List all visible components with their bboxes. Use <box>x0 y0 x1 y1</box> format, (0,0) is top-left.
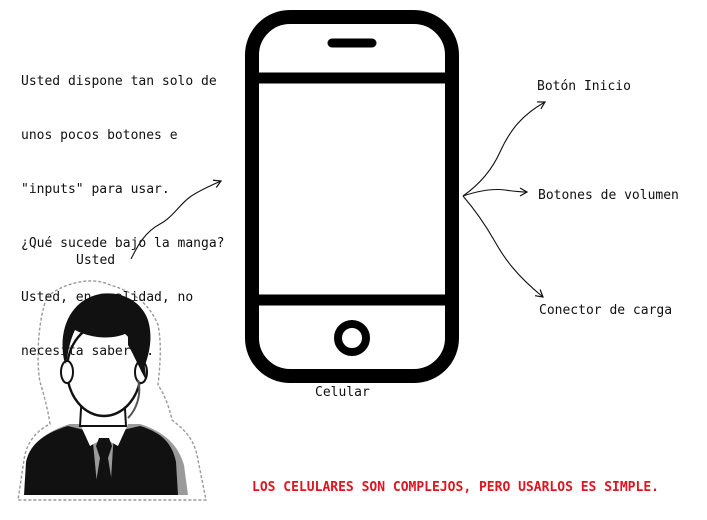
volume-buttons-arrow <box>462 187 529 197</box>
businessman-avatar-icon <box>17 280 207 501</box>
phone-label: Celular <box>315 385 370 400</box>
volume-buttons-label: Botones de volumen <box>538 188 679 203</box>
charging-port-label: Conector de carga <box>539 303 673 318</box>
user-to-phone-arrow <box>130 179 223 260</box>
intro-paragraph: Usted dispone tan solo de unos pocos bot… <box>21 37 225 397</box>
intro-line: Usted, en realidad, no <box>21 290 194 305</box>
intro-line: ¿Qué sucede bajo la manga? <box>21 236 225 251</box>
home-button-label: Botón Inicio <box>537 79 631 94</box>
intro-line: "inputs" para usar. <box>21 182 170 197</box>
smartphone-icon <box>245 10 459 383</box>
user-label: Usted <box>76 253 116 268</box>
footer-caption: LOS CELULARES SON COMPLEJOS, PERO USARLO… <box>252 480 659 495</box>
intro-line: Usted dispone tan solo de <box>21 74 217 89</box>
home-button-arrow <box>462 101 547 197</box>
intro-line: necesita saberlo. <box>21 344 155 359</box>
intro-line: unos pocos botones e <box>21 128 178 143</box>
charging-port-arrow <box>462 195 544 298</box>
